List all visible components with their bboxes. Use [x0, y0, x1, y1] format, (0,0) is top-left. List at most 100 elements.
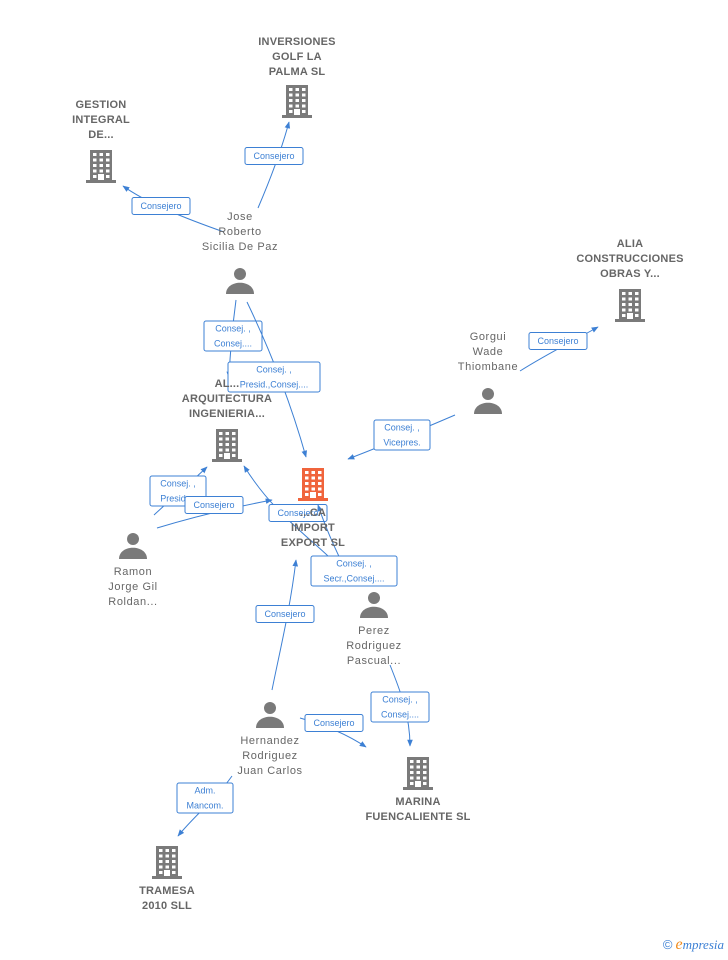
edge-label: Consejero: [140, 201, 181, 211]
brand-initial: e: [675, 936, 683, 953]
building-icon: [86, 150, 116, 183]
company-node-inversiones[interactable]: INVERSIONES GOLF LA PALMA SL: [258, 36, 335, 118]
edge-label: Consejero: [264, 609, 305, 619]
edge-label-box[interactable]: [244, 147, 304, 165]
company-node-alia[interactable]: ALIA CONSTRUCCIONES OBRAS Y...: [576, 238, 683, 322]
company-node-arquitectura[interactable]: AL...ARQUITECTURAINGENIERIA...: [182, 378, 272, 462]
edge-label: Consejero: [193, 500, 234, 510]
person-node-perez[interactable]: PerezRodriguezPascual...: [346, 592, 402, 667]
edge-gorgui-alia[interactable]: Consejero: [519, 326, 599, 372]
node-label: GESTION: [76, 99, 127, 111]
building-icon: [212, 429, 242, 462]
node-label: GOLF LA: [272, 51, 322, 63]
company-node-gestion[interactable]: GESTION INTEGRAL DE...: [72, 99, 130, 183]
edge-hernandez-main[interactable]: Consejero: [255, 559, 315, 691]
edge-label-box[interactable]: [227, 361, 321, 393]
node-label: Sicilia De Paz: [202, 241, 278, 253]
edge-label-box[interactable]: [255, 605, 315, 623]
edge-label: Consej. ,: [160, 479, 196, 489]
person-icon: [119, 533, 147, 559]
node-label: IMPORT: [291, 522, 335, 534]
edge-label: Consejero: [277, 508, 318, 518]
node-label: 2010 SLL: [142, 900, 192, 912]
node-label: Thiombane: [458, 361, 518, 373]
person-icon: [226, 268, 254, 294]
person-icon: [256, 702, 284, 728]
edge-hernandez-tramesa[interactable]: Adm.Mancom.: [176, 775, 234, 837]
edge-label: Consej. ,: [336, 559, 372, 569]
edge-perez-marina[interactable]: Consej. , Consej....: [370, 664, 430, 747]
building-icon: [152, 846, 182, 879]
node-label: INGENIERIA...: [189, 408, 265, 420]
edge-label: Consejero: [313, 718, 354, 728]
empresia-logo[interactable]: ©empresia: [663, 936, 724, 954]
node-label: Roldan...: [108, 596, 157, 608]
edge-jose-gestion[interactable]: Consejero: [122, 185, 225, 233]
edge-perez-main[interactable]: Consej. ,Secr.,Consej....: [310, 504, 398, 587]
building-icon: [403, 757, 433, 790]
nodes-layer: INVERSIONES GOLF LA PALMA SL GESTION INTEGRA…: [72, 36, 683, 912]
brand-name: mpresia: [682, 937, 724, 952]
edge-hernandez-marina[interactable]: Consejero: [299, 714, 367, 748]
copyright-icon: ©: [662, 937, 673, 952]
edge-label: Consejero: [253, 151, 294, 161]
edge-label: Consej. ,: [384, 423, 420, 433]
node-label: OBRAS Y...: [600, 268, 660, 280]
edge-label-box[interactable]: [528, 332, 588, 350]
edge-label: Consejero: [537, 336, 578, 346]
node-label: ARQUITECTURA: [182, 393, 272, 405]
edge-jose-main[interactable]: Consej. , Presid.,Consej....: [227, 301, 321, 458]
edge-ramon-main[interactable]: Consejero: [156, 496, 273, 529]
node-label: FUENCALIENTE SL: [365, 811, 470, 823]
node-label: Rodriguez: [346, 640, 402, 652]
edge-label-box[interactable]: [310, 555, 398, 587]
node-label: INTEGRAL: [72, 114, 130, 126]
node-label: INVERSIONES: [258, 36, 335, 48]
edge-gorgui-main[interactable]: Consej. ,Vicepres.: [347, 414, 456, 460]
edge-label: Consej....: [214, 339, 252, 349]
edge-label-box[interactable]: [176, 782, 234, 814]
edge-label-box[interactable]: [268, 504, 328, 522]
edge-label: Consej. ,: [256, 365, 292, 375]
edge-perez-arquitectura[interactable]: Consejero: [243, 465, 329, 557]
edge-label: Adm.: [194, 786, 215, 796]
node-label: Perez: [358, 625, 390, 637]
edge-label-box[interactable]: [304, 714, 364, 732]
node-label: Gorgui: [470, 331, 507, 343]
node-label: CONSTRUCCIONES: [576, 253, 683, 265]
edge-label-box[interactable]: [131, 197, 191, 215]
node-label: Hernandez: [240, 735, 299, 747]
edge-label-box[interactable]: [203, 320, 263, 352]
edge-label-box[interactable]: [370, 691, 430, 723]
edge-label: Presid....: [160, 494, 196, 504]
edge-line: [271, 559, 299, 691]
edge-label: Consej. ,: [382, 695, 418, 705]
edge-jose-inversiones[interactable]: Consejero: [244, 121, 304, 209]
company-node-main[interactable]: ...CA IMPORT EXPORT SL: [281, 468, 345, 549]
node-label: Pascual...: [347, 655, 401, 667]
node-label: DE...: [88, 129, 113, 141]
edge-jose-arquitectura[interactable]: Consej. , Consej....: [203, 299, 263, 379]
person-icon: [360, 592, 388, 618]
node-label: ALIA: [617, 238, 643, 250]
edge-label: Consej....: [381, 710, 419, 720]
node-label: Rodriguez: [242, 750, 298, 762]
node-label: ...CA: [300, 507, 326, 519]
edge-label: Presid.,Consej....: [240, 380, 309, 390]
node-label: Juan Carlos: [237, 765, 302, 777]
person-icon: [474, 388, 502, 414]
building-icon: [615, 289, 645, 322]
node-label: PALMA SL: [269, 66, 326, 78]
node-label: EXPORT SL: [281, 537, 345, 549]
edge-label-box[interactable]: [184, 496, 244, 514]
building-icon: [298, 468, 328, 501]
edge-label-box[interactable]: [373, 419, 431, 451]
edge-label: Consej. ,: [215, 324, 251, 334]
